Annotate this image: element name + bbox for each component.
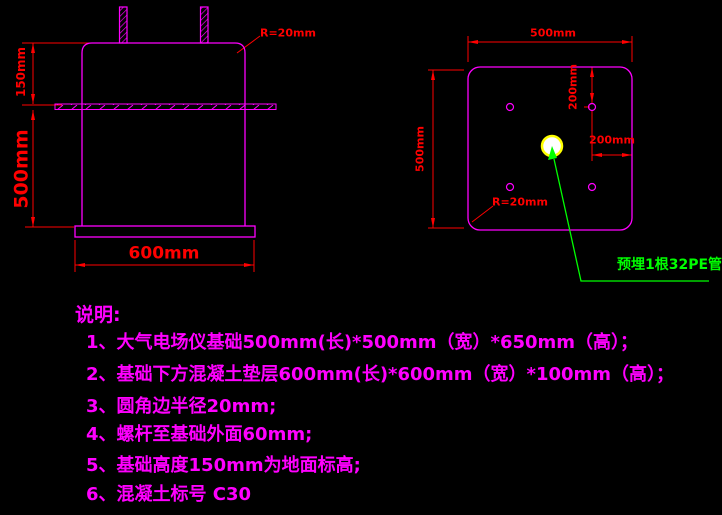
front-dim-150-label: 150mm <box>14 46 28 98</box>
plan-extension-lines <box>428 36 633 229</box>
front-view <box>22 6 277 272</box>
note-item-5: 5、基础高度150mm为地面标高; <box>86 455 361 476</box>
pipe-leader-arrowhead <box>548 146 557 160</box>
plan-dim-bolt-right <box>592 153 632 157</box>
front-dim-600-label: 600mm <box>128 243 200 264</box>
plan-dim-width-label: 500mm <box>530 26 576 40</box>
plan-radius-leader <box>471 205 494 223</box>
anchor-bolt-left <box>118 6 128 44</box>
plan-dim-height-label: 500mm <box>413 126 427 172</box>
bolt-hole-top-left <box>505 102 515 112</box>
anchor-bolt-right <box>199 6 209 44</box>
front-dim-500 <box>31 110 35 227</box>
front-radius-leader <box>236 35 261 54</box>
bolt-hole-bottom-right <box>587 182 597 192</box>
note-item-1: 1、大气电场仪基础500mm(长)*500mm（宽）*650mm（高）； <box>86 332 639 353</box>
pipe-note-label: 预埋1根32PE管 <box>617 257 722 273</box>
front-dim-600 <box>75 263 254 267</box>
front-dim-150 <box>31 43 35 104</box>
plan-dim-height <box>431 70 435 228</box>
plan-view <box>428 36 709 282</box>
foundation-plan-outline <box>467 66 633 231</box>
plan-dim-bolt-top-label: 200mm <box>566 64 580 110</box>
plan-dim-bolt-top <box>590 67 594 103</box>
ground-hatch-line <box>54 103 277 110</box>
bolt-hole-top-right <box>587 102 597 112</box>
plan-radius-label: R=20mm <box>492 195 548 209</box>
note-item-4: 4、螺杆至基础外面60mm; <box>86 424 313 445</box>
notes-title: 说明: <box>75 304 121 326</box>
base-plate <box>74 225 256 238</box>
bolt-holes <box>505 102 597 192</box>
note-item-2: 2、基础下方混凝土垫层600mm(长)*600mm（宽）*100mm（高）； <box>86 364 675 385</box>
pipe-leader <box>548 146 709 282</box>
plan-dim-bolt-right-label: 200mm <box>589 133 635 147</box>
front-dim-500-label: 500mm <box>10 129 33 209</box>
front-radius-label: R=20mm <box>260 26 316 40</box>
note-item-6: 6、混凝土标号 C30 <box>86 484 252 505</box>
note-item-3: 3、圆角边半径20mm; <box>86 396 277 417</box>
foundation-outline <box>81 42 246 226</box>
bolt-hole-bottom-left <box>505 182 515 192</box>
plan-dim-width <box>468 40 632 44</box>
